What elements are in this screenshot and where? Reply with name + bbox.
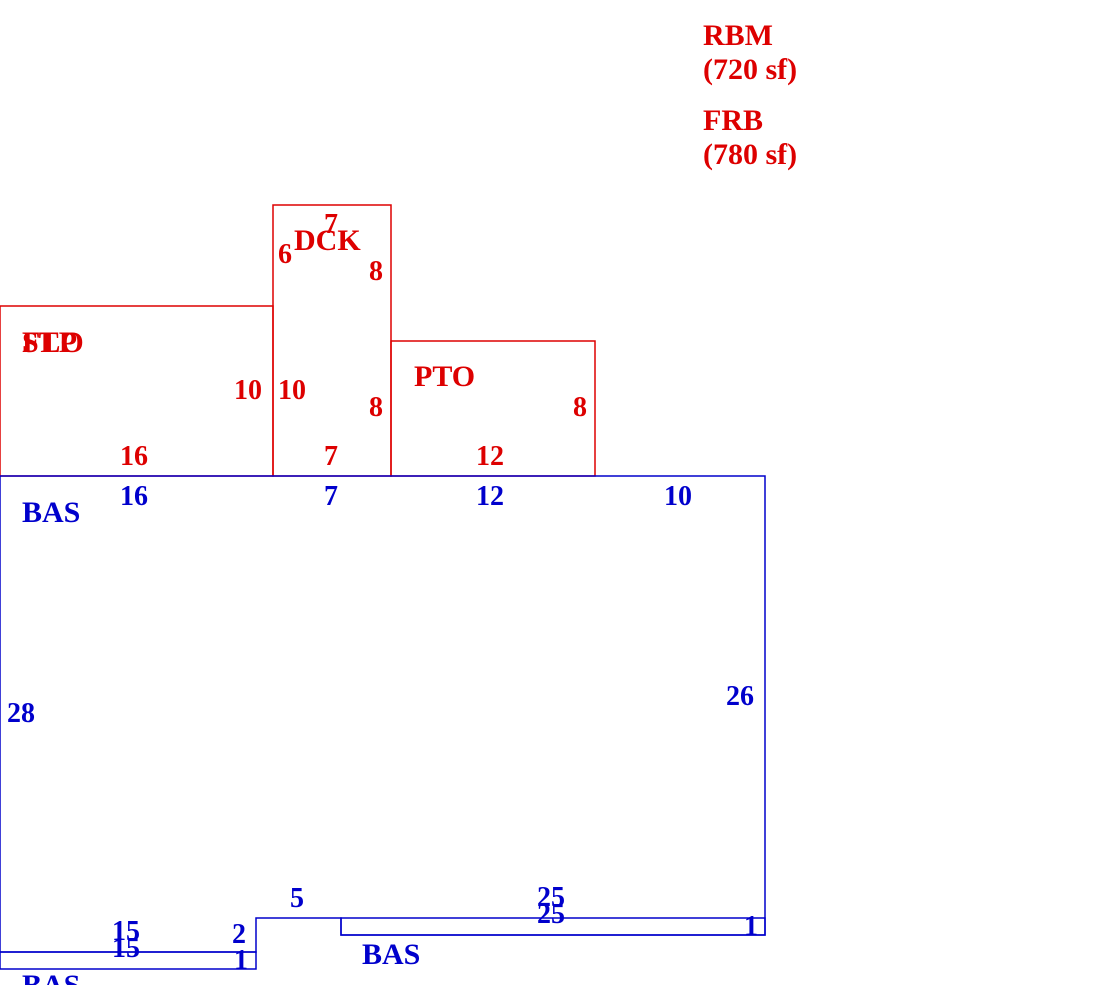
dim-bottom-15a: 15	[112, 916, 140, 947]
dim-right-26: 26	[726, 681, 754, 712]
dim-notch-5: 5	[290, 883, 304, 914]
dim-top-16: 16	[120, 481, 148, 512]
area-label-bas-lower: BAS	[362, 938, 420, 971]
dim-dck-inner-right: 8	[369, 392, 383, 423]
blue-area-labels: BAS BAS BAS	[22, 496, 420, 985]
legend-area-rbm: (720 sf)	[703, 53, 797, 86]
legend-code-frb: FRB	[703, 104, 763, 137]
dim-pto-bottom: 12	[476, 441, 504, 472]
area-legend: RBM (720 sf) FRB (780 sf)	[703, 19, 797, 171]
dim-dck-right: 8	[369, 256, 383, 287]
dim-dck-left-lower: 10	[278, 375, 306, 406]
area-label-bas-main: BAS	[22, 496, 80, 529]
dim-bottom-25b: 25	[537, 899, 565, 930]
red-area-labels: STP FLO DCK PTO	[22, 224, 475, 393]
dim-pto-right: 8	[573, 392, 587, 423]
dim-dck-left: 6	[278, 239, 292, 270]
lower-left-strip	[0, 951, 257, 970]
blue-dimensions: 16 7 12 10 26 28 5 25 25 1 2 15 15 1	[7, 481, 758, 976]
lower-right-strip	[340, 917, 766, 936]
dim-left-bottom: 16	[120, 441, 148, 472]
basement-outline	[0, 475, 766, 953]
dim-top-7: 7	[324, 481, 338, 512]
dim-left-right: 10	[234, 375, 262, 406]
blue-structures	[0, 475, 766, 970]
red-dimensions: 7 6 8 10 10 8 8 16 7 12	[120, 209, 587, 472]
dim-top-10: 10	[664, 481, 692, 512]
area-label-stp: STP	[22, 326, 77, 359]
dim-bottom-25a: 25	[537, 882, 565, 913]
dim-left-1: 1	[234, 945, 248, 976]
dim-bottom-15b: 15	[112, 933, 140, 964]
dim-notch-2: 2	[232, 919, 246, 950]
dim-top-12: 12	[476, 481, 504, 512]
dim-dck-top: 7	[324, 209, 338, 240]
dim-dck-bottom: 7	[324, 441, 338, 472]
dim-left-28: 28	[7, 698, 35, 729]
area-label-bas-bottom: BAS	[22, 969, 80, 985]
area-label-pto: PTO	[414, 360, 475, 393]
dim-right-1: 1	[744, 911, 758, 942]
legend-area-frb: (780 sf)	[703, 138, 797, 171]
area-label-flo: FLO	[22, 326, 84, 359]
legend-code-rbm: RBM	[703, 19, 773, 52]
area-label-dck: DCK	[294, 224, 361, 257]
